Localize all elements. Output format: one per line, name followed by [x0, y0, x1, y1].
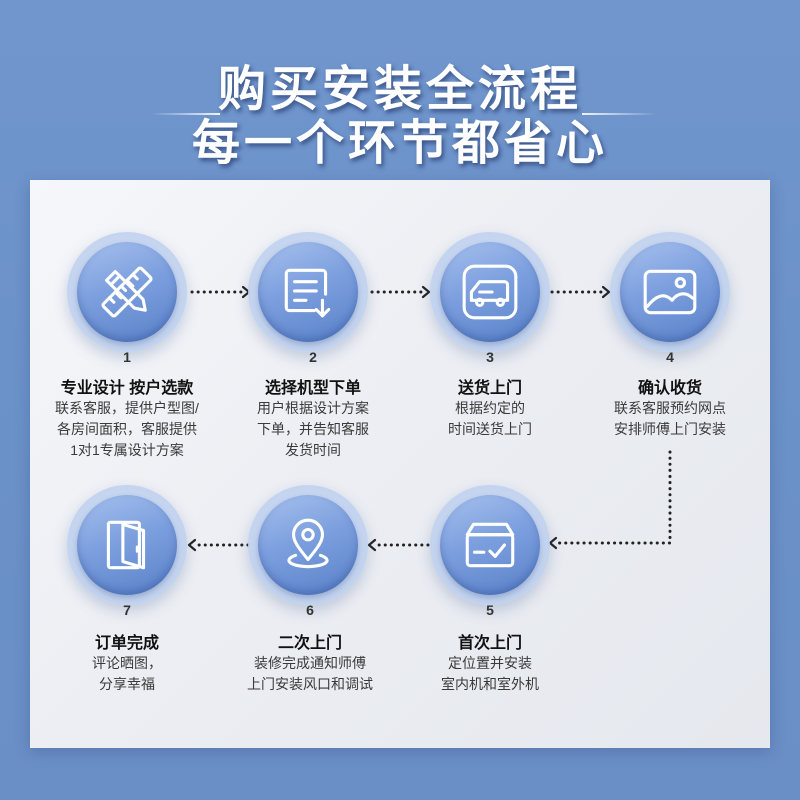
step-4-number: 4 [666, 349, 674, 365]
step-2-circle [248, 232, 368, 352]
step-5-desc-line: 室内机和室外机 [441, 676, 539, 692]
step-2-desc-line: 下单，并告知客服 [257, 421, 369, 437]
step-1-circle [67, 232, 187, 352]
step-3-number: 3 [486, 349, 494, 365]
step-6-title: 二次上门 [277, 635, 342, 652]
order-form-icon [284, 268, 331, 318]
location-pin-icon [287, 518, 329, 569]
step-5-number: 5 [486, 602, 494, 618]
heading-line-1: 购买安装全流程 [217, 63, 582, 116]
step-4-desc-line: 安排师傅上门安装 [614, 421, 726, 437]
step-3-desc-line: 根据约定的 [455, 400, 525, 416]
step-7-number: 7 [123, 602, 131, 618]
door-icon [106, 520, 146, 570]
step-1-desc-line: 各房间面积，客服提供 [57, 421, 197, 437]
step-2-desc-line: 发货时间 [285, 442, 341, 458]
box-check-icon [465, 522, 515, 568]
step-5-circle [430, 485, 550, 605]
step-6-description: 装修完成通知师傅 上门安装风口和调试 [210, 653, 410, 695]
delivery-van-icon [462, 264, 518, 320]
step-4-title: 确认收货 [637, 380, 702, 397]
step-6-desc-line: 装修完成通知师傅 [254, 655, 366, 671]
picture-icon [643, 269, 697, 315]
heading-decor-line-left [150, 113, 220, 115]
step-5-desc-line: 定位置并安装 [448, 655, 532, 671]
step-7-description: 评论晒图， 分享幸福 [27, 653, 227, 695]
heading-decor-line-right [582, 113, 657, 115]
step-2-desc-line: 用户根据设计方案 [257, 400, 369, 416]
step-4-circle [610, 232, 730, 352]
step-4-description: 联系客服预约网点 安排师傅上门安装 [570, 398, 770, 440]
step-2-description: 用户根据设计方案 下单，并告知客服 发货时间 [213, 398, 413, 461]
step-3-circle [430, 232, 550, 352]
step-7-title: 订单完成 [94, 635, 159, 652]
ruler-pencil-icon [101, 266, 153, 318]
step-2-number: 2 [309, 349, 317, 365]
step-6-circle [248, 485, 368, 605]
step-6-number: 6 [306, 602, 314, 618]
step-2-title: 选择机型下单 [264, 380, 361, 397]
step-7-circle [67, 485, 187, 605]
step-3-description: 根据约定的 时间送货上门 [390, 398, 590, 440]
step-5-description: 定位置并安装 室内机和室外机 [390, 653, 590, 695]
step-7-desc-line: 评论晒图， [92, 655, 162, 671]
step-1-desc-line: 1对1专属设计方案 [70, 442, 184, 458]
step-7-desc-line: 分享幸福 [99, 676, 155, 692]
step-4-desc-line: 联系客服预约网点 [614, 400, 726, 416]
step-1-title: 专业设计 按户选款 [60, 380, 194, 397]
step-1-description: 联系客服，提供户型图/ 各房间面积，客服提供 1对1专属设计方案 [27, 398, 227, 461]
heading-line-2: 每一个环节都省心 [191, 117, 608, 170]
step-5-title: 首次上门 [457, 635, 522, 652]
step-6-desc-line: 上门安装风口和调试 [247, 676, 373, 692]
step-1-desc-line: 联系客服，提供户型图/ [55, 400, 199, 416]
step-3-title: 送货上门 [457, 380, 522, 397]
step-3-desc-line: 时间送货上门 [448, 421, 532, 437]
step-1-number: 1 [123, 349, 131, 365]
